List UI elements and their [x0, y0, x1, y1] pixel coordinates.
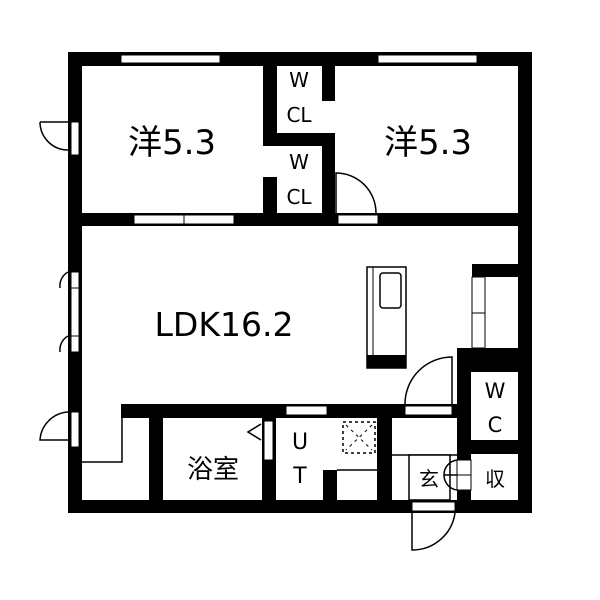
window-ldk-side-2 [70, 287, 80, 337]
label-toilet-w: W [485, 379, 506, 403]
window-utility [285, 405, 328, 416]
door-gap-bedroom-right [337, 214, 379, 225]
window-bedroom-left-side [70, 121, 80, 156]
label-closet-w1: W [289, 68, 309, 92]
entrance-area [408, 454, 451, 501]
window-ldk-side-1 [70, 271, 80, 289]
label-bedroom-right: 洋5.3 [384, 123, 472, 163]
wall-bath-left [149, 418, 163, 500]
window-bedroom-right [377, 54, 478, 64]
washing-machine-icon [342, 421, 376, 454]
window-swing-ldk-2 [59, 335, 69, 353]
label-utility-u: U [292, 430, 308, 455]
label-toilet-c: C [488, 413, 503, 437]
door-swing-hall [404, 356, 453, 405]
sink-icon [379, 272, 402, 309]
label-closet-w2: W [289, 150, 309, 174]
wall-ut-stub [323, 470, 337, 500]
wall-ut-hall [377, 418, 392, 500]
door-swing-bedroom-right [335, 172, 377, 214]
window-swing-ldk-1 [59, 271, 69, 289]
label-bedroom-left: 洋5.3 [128, 123, 216, 163]
window-ldk-lower [70, 411, 80, 448]
sliding-door-bedroom-left-2 [183, 214, 235, 225]
sliding-door-bedroom-left [133, 214, 185, 225]
label-utility-t: T [292, 464, 307, 489]
window-ldk-side-3 [70, 335, 80, 353]
door-gap-entrance [411, 501, 456, 512]
kitchen-counter [366, 266, 407, 369]
label-closet-cl1: CL [286, 103, 312, 127]
door-swing-entrance [411, 512, 456, 551]
label-storage: 収 [485, 467, 505, 491]
wall-shelf-top [472, 264, 518, 277]
label-closet-cl2: CL [286, 185, 312, 209]
door-swing-left-top [39, 121, 69, 151]
door-bath [263, 420, 274, 461]
door-swing-storage [443, 459, 458, 491]
door-gap-hall [404, 405, 453, 416]
entry-step-line [82, 418, 123, 463]
door-bath-triangle [246, 423, 262, 441]
label-bath: 浴室 [187, 455, 239, 485]
label-entrance: 玄 [419, 467, 439, 491]
door-swing-left-bottom [39, 411, 69, 441]
wall-wc-storage [471, 440, 518, 454]
window-bedroom-left [120, 54, 221, 64]
closet-walls [263, 66, 335, 213]
label-ldk: LDK16.2 [155, 305, 294, 344]
